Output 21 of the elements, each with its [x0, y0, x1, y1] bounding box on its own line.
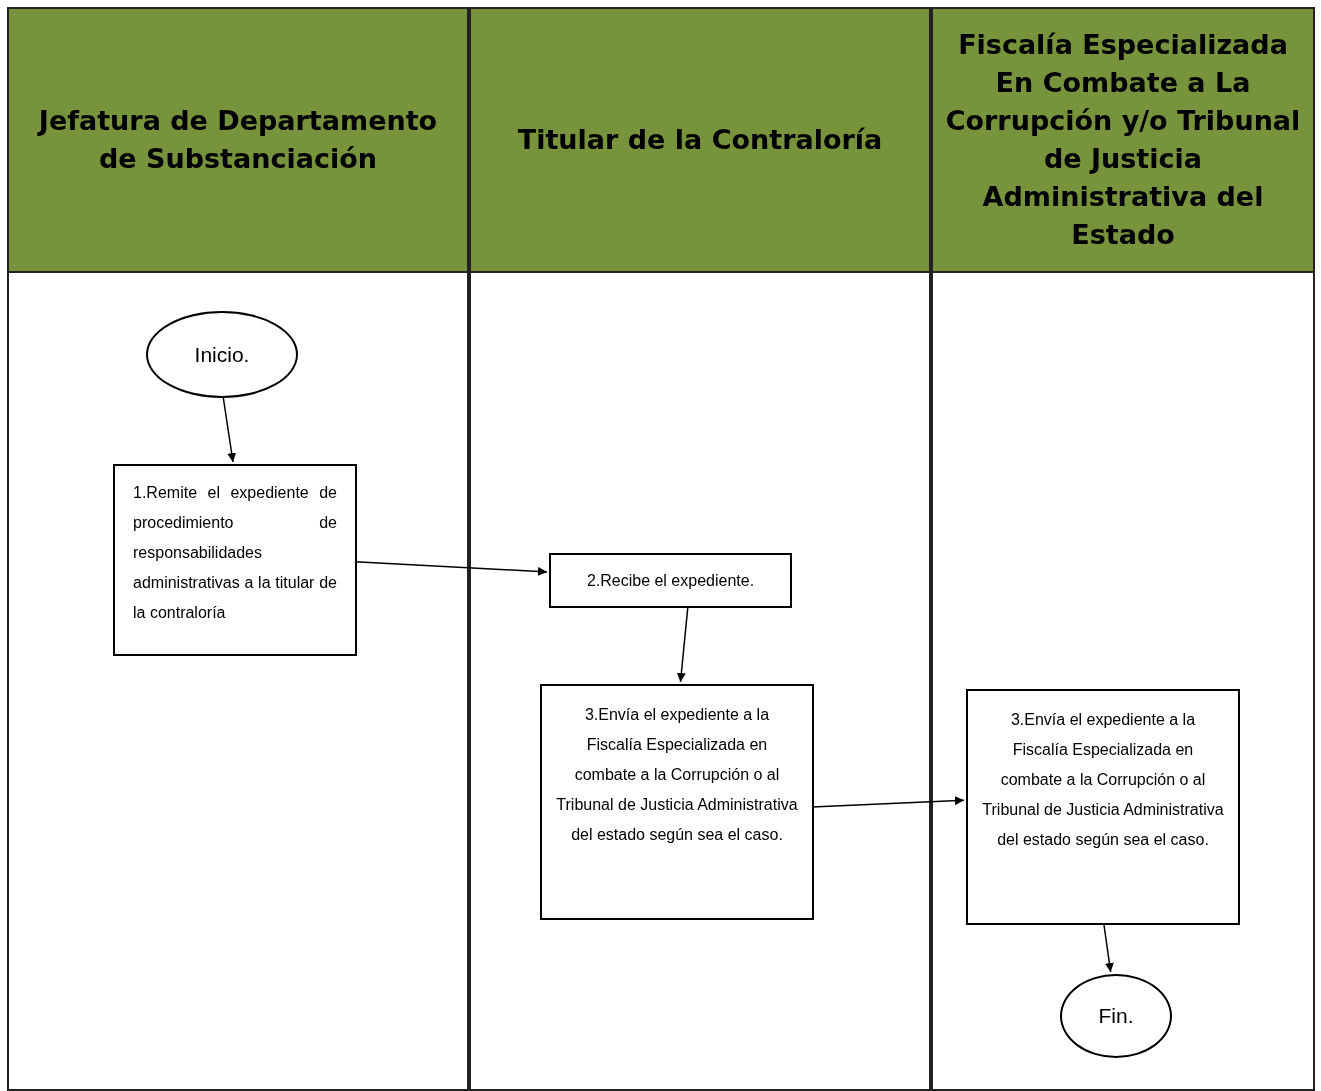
lane-header: Jefatura de Departamento de Substanciación — [9, 9, 467, 273]
process-box — [113, 464, 357, 656]
step-text: 3.Envía el expediente a la Fiscalía Especializada en combate a la Corrupción o al Tribunal de Justicia Administrativa del estado según sea el caso. — [556, 706, 798, 843]
process-box — [540, 684, 814, 920]
arrow — [1103, 922, 1114, 973]
step-text: 3.Envía el expediente a la Fiscalía Especializada en combate a la Corrupción o al Tribunal de Justicia Administrativa del estado según sea el caso. — [982, 711, 1224, 848]
process-box — [549, 553, 792, 608]
terminal-label: Fin. — [1098, 1003, 1134, 1030]
arrow — [354, 561, 548, 576]
lane-header: Fiscalía Especializada En Combate a La Corrupción y/o Tribunal de Justicia Administrativa del Estado — [933, 9, 1313, 273]
arrow — [676, 605, 689, 683]
step-text: 2.Recibe el expediente. — [586, 570, 755, 591]
swimlane — [931, 7, 1315, 1091]
lane-header: Titular de la Contraloría — [471, 9, 929, 273]
swimlane — [7, 7, 469, 1091]
arrow — [811, 796, 965, 808]
arrow — [222, 395, 237, 463]
terminal-label: Inicio. — [194, 341, 250, 368]
process-box — [966, 689, 1240, 925]
swimlane — [469, 7, 931, 1091]
step-text: 1.Remite el expediente de procedimiento de responsabilidades administrativas a la titular de la contraloría — [133, 484, 337, 621]
